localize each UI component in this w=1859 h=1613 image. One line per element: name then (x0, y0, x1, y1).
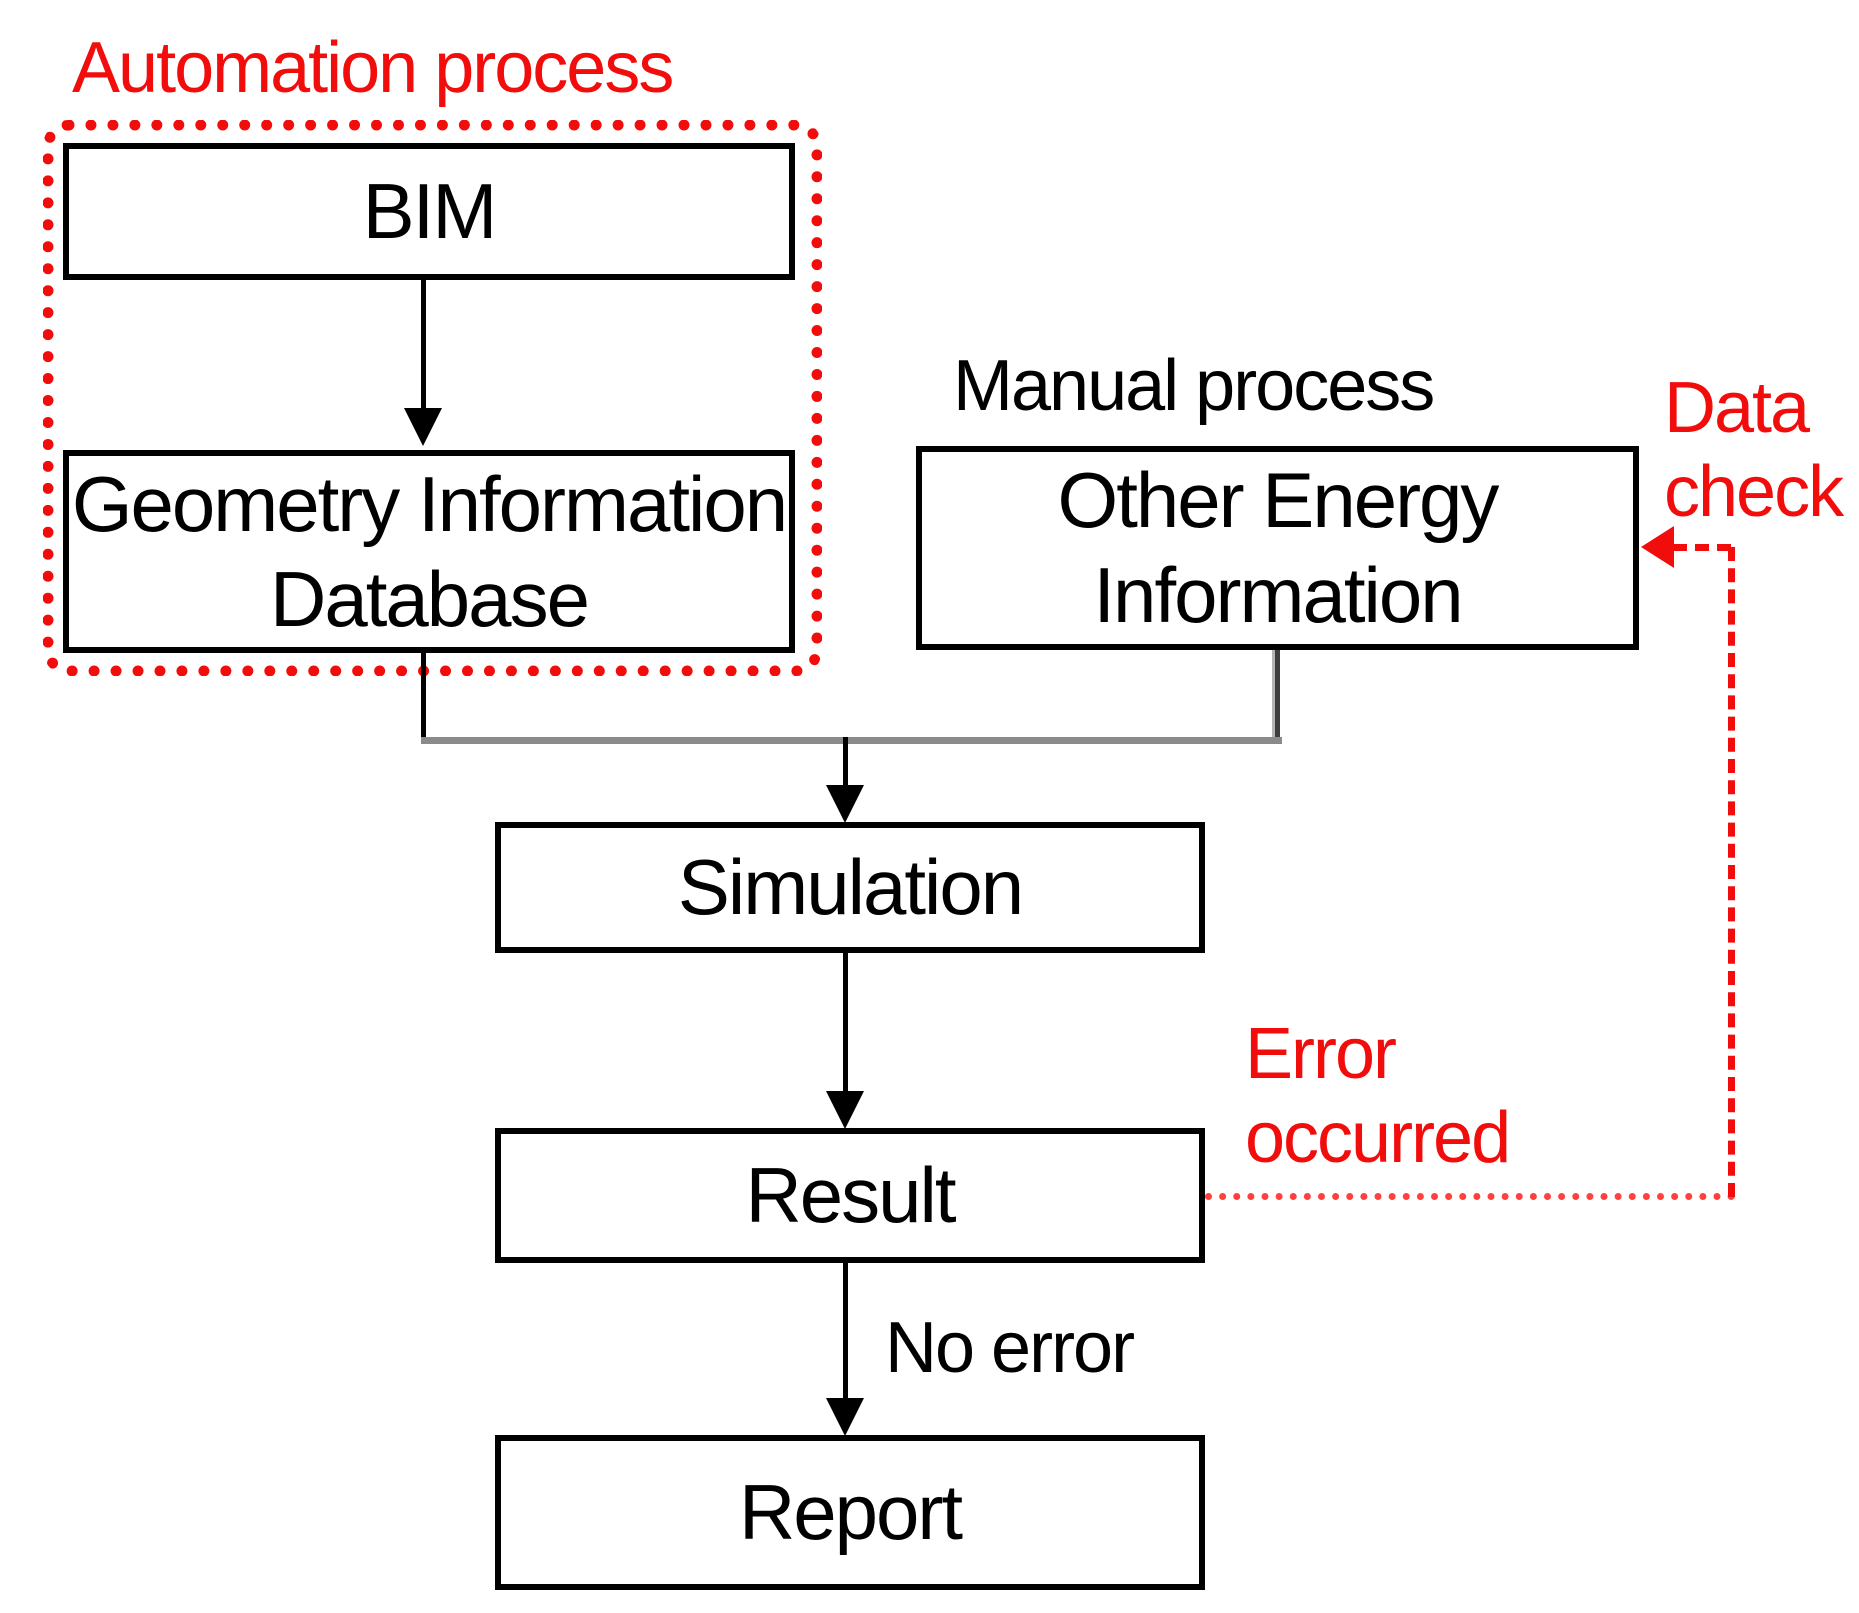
error-occurred-label-line2: occurred (1245, 1098, 1511, 1178)
no-error-label: No error (885, 1308, 1135, 1388)
data-check-horizontal-line (1673, 544, 1731, 551)
data-check-label-line2: check (1664, 452, 1844, 532)
bim-to-geometry-line (421, 280, 426, 408)
other-to-merge-line (1275, 650, 1280, 744)
simulation-node: Simulation (495, 822, 1205, 953)
error-feedback-horizontal-line (1205, 1193, 1735, 1200)
geometry-database-label-line1: Geometry Information (71, 459, 788, 548)
data-check-arrowhead-icon (1641, 526, 1674, 568)
data-check-label-line1: Data (1664, 368, 1810, 448)
geometry-database-label-line2: Database (270, 554, 590, 643)
result-to-report-arrowhead-icon (826, 1398, 864, 1436)
other-energy-node: Other Energy Information (916, 446, 1639, 650)
simulation-to-result-line (843, 953, 848, 1091)
manual-process-label: Manual process (953, 346, 1435, 426)
merge-to-simulation-arrowhead-icon (826, 785, 864, 823)
geometry-to-merge-line (421, 653, 426, 744)
report-node-label: Report (738, 1468, 963, 1556)
bim-node: BIM (63, 143, 795, 280)
report-node: Report (495, 1435, 1205, 1590)
result-to-report-line (843, 1263, 848, 1398)
error-feedback-vertical-line (1728, 547, 1735, 1197)
result-node-label: Result (745, 1151, 956, 1239)
merge-to-simulation-line (843, 737, 848, 785)
geometry-database-node: Geometry Information Database (63, 450, 795, 653)
merge-join-bar (421, 737, 1282, 744)
simulation-node-label: Simulation (677, 843, 1024, 931)
simulation-to-result-arrowhead-icon (826, 1091, 864, 1129)
other-energy-label-line2: Information (1093, 551, 1463, 639)
result-node: Result (495, 1128, 1205, 1263)
other-energy-label-line1: Other Energy (1057, 456, 1500, 544)
error-occurred-label-line1: Error (1245, 1014, 1397, 1094)
error-occurred-label: Error occurred (1245, 1012, 1511, 1180)
automation-region-outline (43, 120, 822, 676)
bim-node-label: BIM (362, 167, 498, 255)
bim-to-geometry-arrowhead-icon (404, 408, 442, 446)
data-check-label: Data check (1664, 366, 1844, 534)
automation-process-label: Automation process (72, 28, 674, 108)
